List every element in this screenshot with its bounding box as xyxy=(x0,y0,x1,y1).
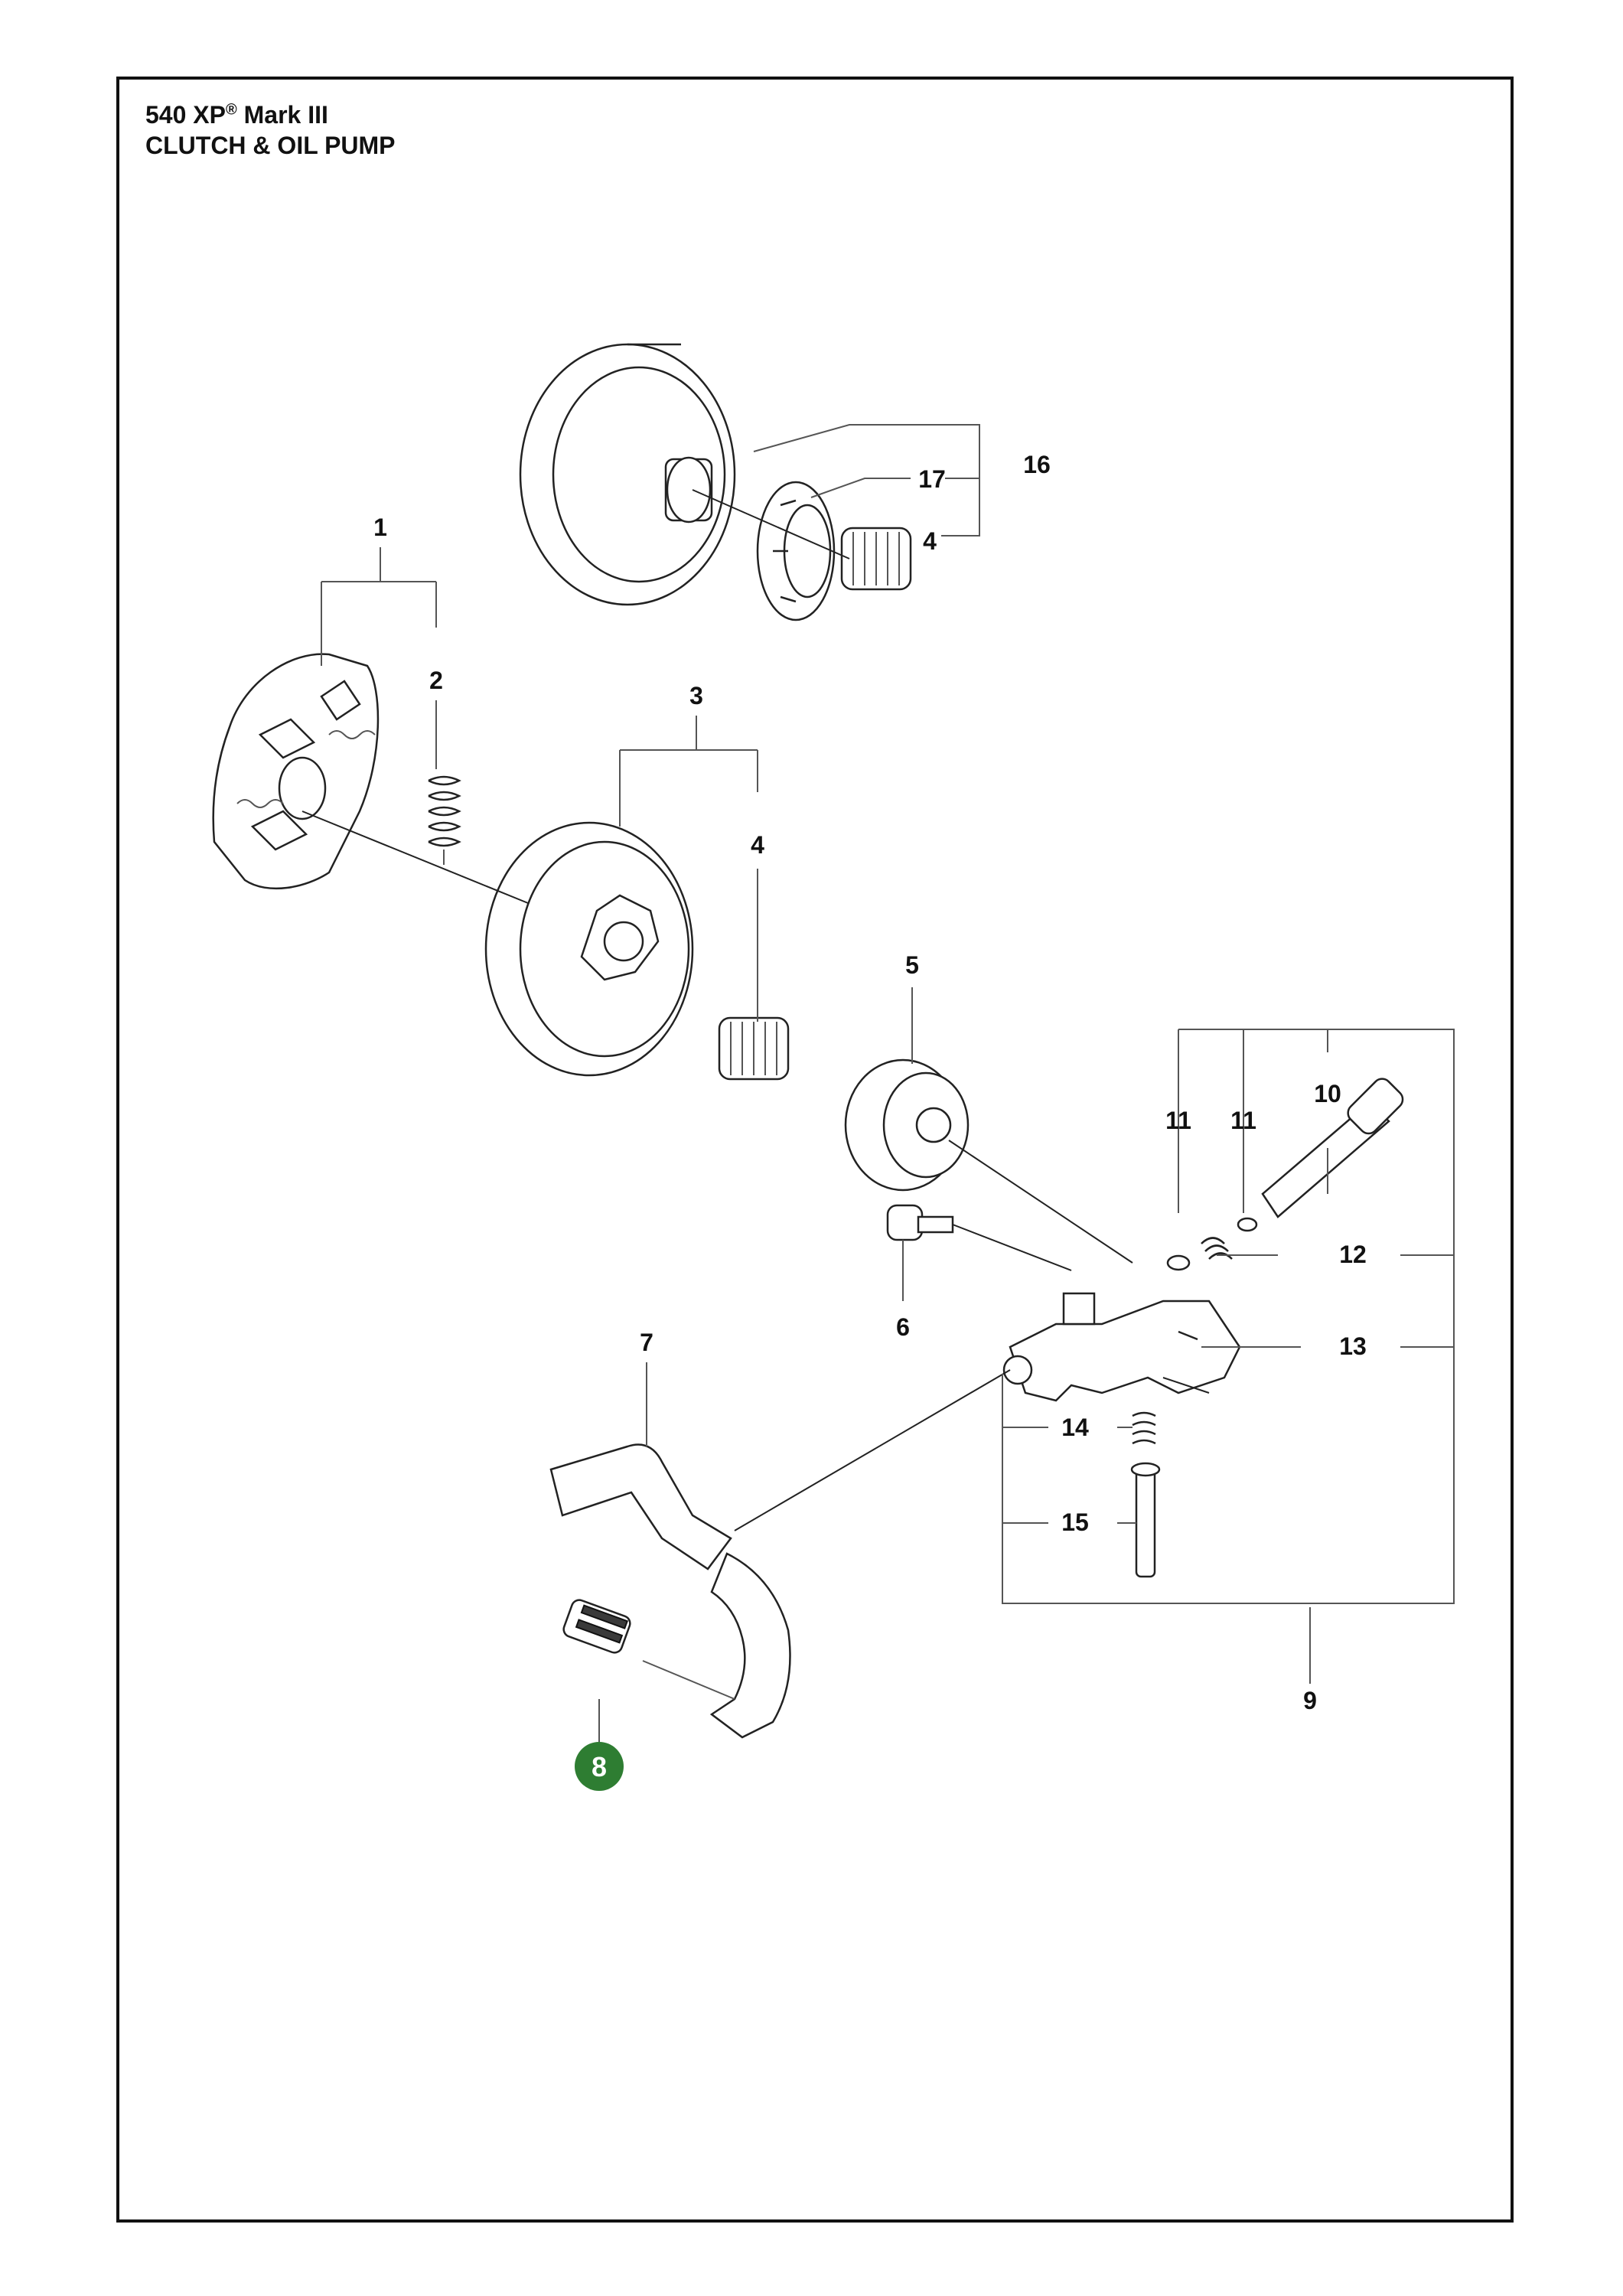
registered-mark: ® xyxy=(225,101,237,119)
needle-bearing-upper[interactable] xyxy=(840,527,912,591)
oil-pump-body[interactable] xyxy=(1002,1292,1241,1402)
callout-9: 9 xyxy=(1303,1687,1317,1714)
callout-4-lower: 4 xyxy=(751,831,764,859)
pin[interactable] xyxy=(1178,1330,1198,1341)
page-frame xyxy=(116,77,1514,2223)
adjuster-screw[interactable] xyxy=(1130,1462,1161,1578)
clutch-assembly[interactable] xyxy=(212,653,380,890)
title-block: 540 XP® Mark III CLUTCH & OIL PUMP xyxy=(145,99,396,161)
callout-2: 2 xyxy=(429,667,443,694)
callout-12: 12 xyxy=(1339,1241,1367,1268)
pump-piston[interactable] xyxy=(1261,1075,1406,1218)
callout-13: 13 xyxy=(1339,1332,1367,1360)
o-ring-upper[interactable] xyxy=(1237,1217,1258,1232)
callout-3: 3 xyxy=(689,682,703,709)
callout-14: 14 xyxy=(1061,1414,1089,1441)
pump-axis-line xyxy=(1162,1377,1210,1394)
model-suffix: Mark III xyxy=(243,101,328,129)
o-ring-lower[interactable] xyxy=(1166,1254,1191,1271)
screw-axis-line xyxy=(952,1224,1072,1271)
callout-8[interactable]: 8 xyxy=(592,1751,607,1782)
callout-labels: 1 2 3 4 4 5 6 7 8 9 10 11 11 12 13 14 15… xyxy=(373,451,1367,1791)
callout-15: 15 xyxy=(1061,1508,1089,1536)
callout-4-upper: 4 xyxy=(923,527,937,555)
adjuster-spring[interactable] xyxy=(1132,1411,1156,1445)
callout-17: 17 xyxy=(918,465,946,493)
hose-axis-line xyxy=(734,1369,1011,1531)
screw[interactable] xyxy=(886,1204,954,1241)
callout-16: 16 xyxy=(1023,451,1051,478)
callout-6: 6 xyxy=(896,1313,910,1341)
section-title: CLUTCH & OIL PUMP xyxy=(145,132,396,159)
rim-sprocket[interactable] xyxy=(756,481,836,621)
drive-axis-line xyxy=(948,1140,1133,1264)
rim-sprocket-drum[interactable] xyxy=(519,343,736,606)
callout-5: 5 xyxy=(905,951,919,979)
callout-10: 10 xyxy=(1314,1080,1341,1107)
callout-8-highlight[interactable] xyxy=(575,1742,624,1791)
leader-lines xyxy=(321,424,1455,1753)
drive-wheel[interactable] xyxy=(844,1058,970,1192)
upper-axis-line xyxy=(692,489,850,559)
oil-hose[interactable] xyxy=(549,1443,791,1739)
clutch-spring[interactable] xyxy=(428,775,461,865)
oil-filter[interactable] xyxy=(562,1598,735,1700)
callout-7: 7 xyxy=(640,1329,653,1356)
clutch-drum[interactable] xyxy=(484,821,694,1077)
callout-11-left: 11 xyxy=(1165,1107,1191,1134)
needle-bearing-lower[interactable] xyxy=(718,1016,790,1081)
clutch-axis-line xyxy=(301,810,529,904)
model-title: 540 XP® Mark III xyxy=(145,99,396,130)
callout-11-right: 11 xyxy=(1230,1107,1256,1134)
callout-1: 1 xyxy=(373,514,387,541)
pump-spring[interactable] xyxy=(1201,1237,1233,1260)
model-name: 540 XP xyxy=(145,101,226,129)
